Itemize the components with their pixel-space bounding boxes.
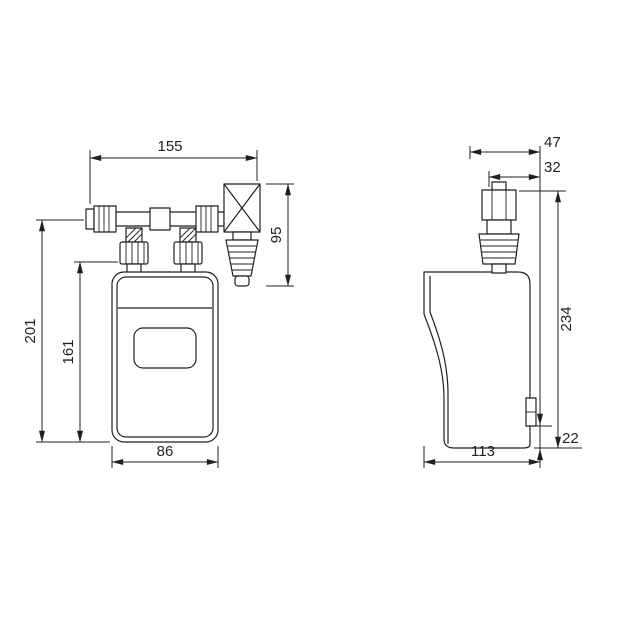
left-inlet-nut-ribs <box>125 242 145 264</box>
dim-201-label: 201 <box>22 318 39 343</box>
side-fitting-stem <box>491 263 507 274</box>
side-body-inner-curve <box>429 276 449 444</box>
side-top-fitting <box>478 181 520 274</box>
side-collar <box>486 219 512 235</box>
dim-side-fitting-depth: 32 <box>488 159 561 187</box>
dim-155-label: 155 <box>157 138 182 155</box>
dim-161-label: 161 <box>60 339 77 364</box>
dim-95-label: 95 <box>268 227 285 244</box>
side-strainer-ribs <box>480 239 518 259</box>
dim-front-body-width: 86 <box>111 443 219 468</box>
heater-body-side <box>423 271 537 449</box>
strainer-cap <box>234 275 250 287</box>
pipe-center-boss <box>149 207 171 231</box>
front-view: 155 95 201 161 <box>22 138 294 468</box>
body-outline <box>111 271 219 443</box>
strainer-ribs <box>228 245 256 271</box>
dim-front-overall-height: 201 <box>22 219 110 443</box>
dim-front-body-height: 161 <box>60 261 118 443</box>
side-strainer <box>478 233 520 265</box>
right-inlet-nut-ribs <box>179 242 199 264</box>
pipe-left-coupling-ribs <box>98 206 110 232</box>
right-inlet-hatch <box>179 227 197 243</box>
dim-side-top-depth: 47 <box>469 134 561 159</box>
pipe-end-cap <box>85 208 95 230</box>
dim-22-label: 22 <box>562 430 579 447</box>
heater-body-front <box>111 271 219 443</box>
inlet-pipe-assembly <box>85 205 225 233</box>
side-fitting-stub <box>491 181 507 191</box>
dim-side-bottom-gap: 22 <box>530 412 579 462</box>
side-view: 47 32 234 22 <box>423 134 582 468</box>
dim-201-extension-lines <box>36 219 110 443</box>
dim-front-valve-height: 95 <box>266 183 294 287</box>
side-hex-facets <box>491 190 507 220</box>
dim-47-label: 47 <box>544 134 561 151</box>
rating-plate <box>133 327 197 369</box>
dim-front-top-width: 155 <box>89 138 258 204</box>
dim-side-overall-depth: 113 <box>423 443 541 468</box>
left-inlet-hatch <box>125 227 143 243</box>
body-inner-outline <box>116 276 214 438</box>
valve-neck <box>232 231 252 241</box>
dim-113-label: 113 <box>471 443 495 460</box>
dim-side-overall-height: 234 <box>519 190 582 449</box>
dim-86-label: 86 <box>157 443 174 460</box>
pipe-left-coupling-nut <box>93 205 117 233</box>
pipe-right-coupling-ribs <box>200 206 212 232</box>
dim-234-label: 234 <box>558 306 575 331</box>
body-inlet-connectors <box>119 227 203 274</box>
tee-valve-strainer <box>223 183 261 287</box>
valve-cross-icon <box>223 183 261 233</box>
side-hex-nut <box>481 189 517 221</box>
side-body-outline <box>423 271 531 449</box>
dim-32-label: 32 <box>544 159 561 176</box>
pipe-right-coupling-nut <box>195 205 219 233</box>
